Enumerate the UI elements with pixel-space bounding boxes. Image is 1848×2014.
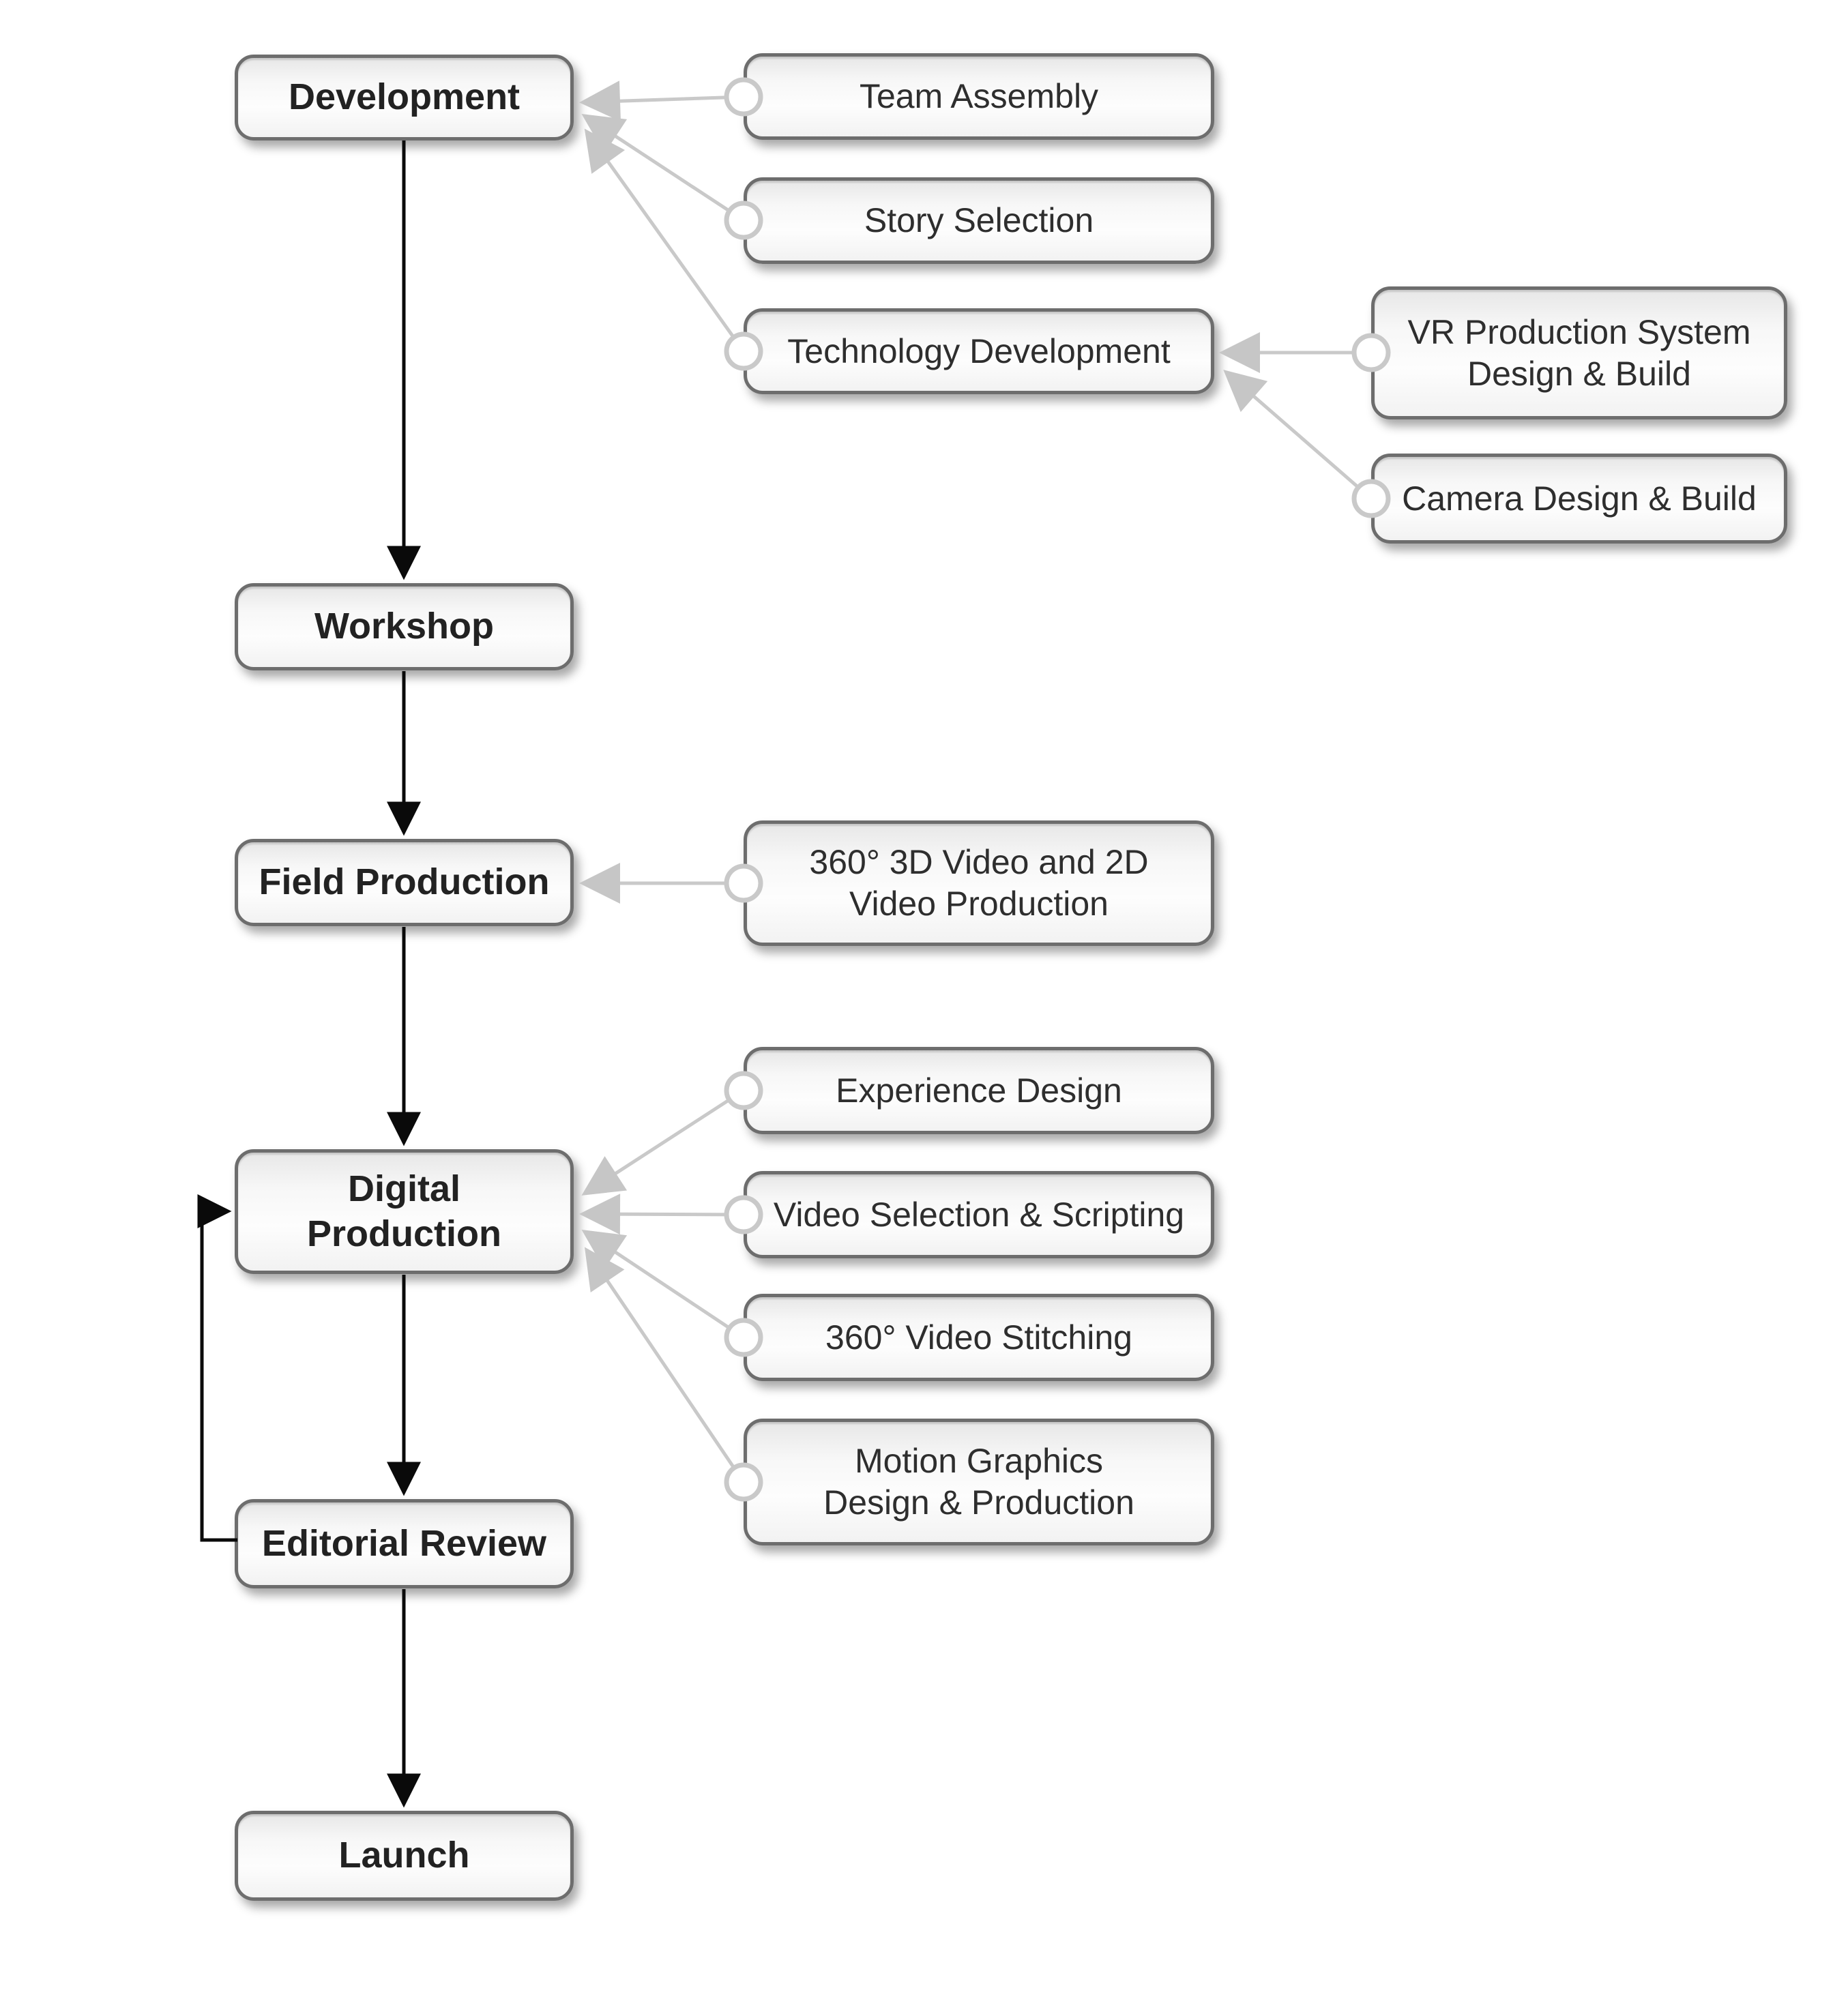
- branch-line-camera-design-to-technology-development: [1223, 370, 1373, 500]
- node-launch: Launch: [235, 1811, 574, 1901]
- branch-experience-design: Experience Design: [744, 1047, 1214, 1134]
- branch-line-team-assembly-to-development: [579, 80, 744, 122]
- branch-line-experience-design-to-digital-production: [581, 1089, 745, 1196]
- branch-vr-production-system-design-build: VR Production System Design & Build: [1371, 286, 1787, 419]
- node-workshop: Workshop: [235, 583, 574, 670]
- branch-camera-design-build: Camera Design & Build: [1371, 454, 1787, 544]
- branch-360-3d-video-production: 360° 3D Video and 2D Video Production: [744, 820, 1214, 946]
- branch-team-assembly: Team Assembly: [744, 53, 1214, 140]
- branch-line-video-stitching-to-digital-production: [581, 1230, 745, 1339]
- branch-360-video-stitching: 360° Video Stitching: [744, 1294, 1214, 1381]
- node-field-production: Field Production: [235, 839, 574, 926]
- branch-story-selection: Story Selection: [744, 177, 1214, 264]
- feedback-loop-editorial-review-to-digital-production: [197, 1194, 237, 1542]
- branch-technology-development: Technology Development: [744, 308, 1214, 394]
- branch-motion-graphics-design-production: Motion Graphics Design & Production: [744, 1419, 1214, 1545]
- branch-line-story-selection-to-development: [581, 114, 745, 222]
- node-development: Development: [235, 55, 574, 140]
- branch-line-motion-graphics-to-digital-production: [584, 1247, 746, 1483]
- node-editorial-review: Editorial Review: [235, 1499, 574, 1588]
- node-digital-production: Digital Production: [235, 1149, 574, 1274]
- branch-line-video-selection-to-digital-production: [579, 1194, 744, 1235]
- branch-video-selection-scripting: Video Selection & Scripting: [744, 1171, 1214, 1258]
- branch-line-technology-development-to-development: [584, 128, 746, 353]
